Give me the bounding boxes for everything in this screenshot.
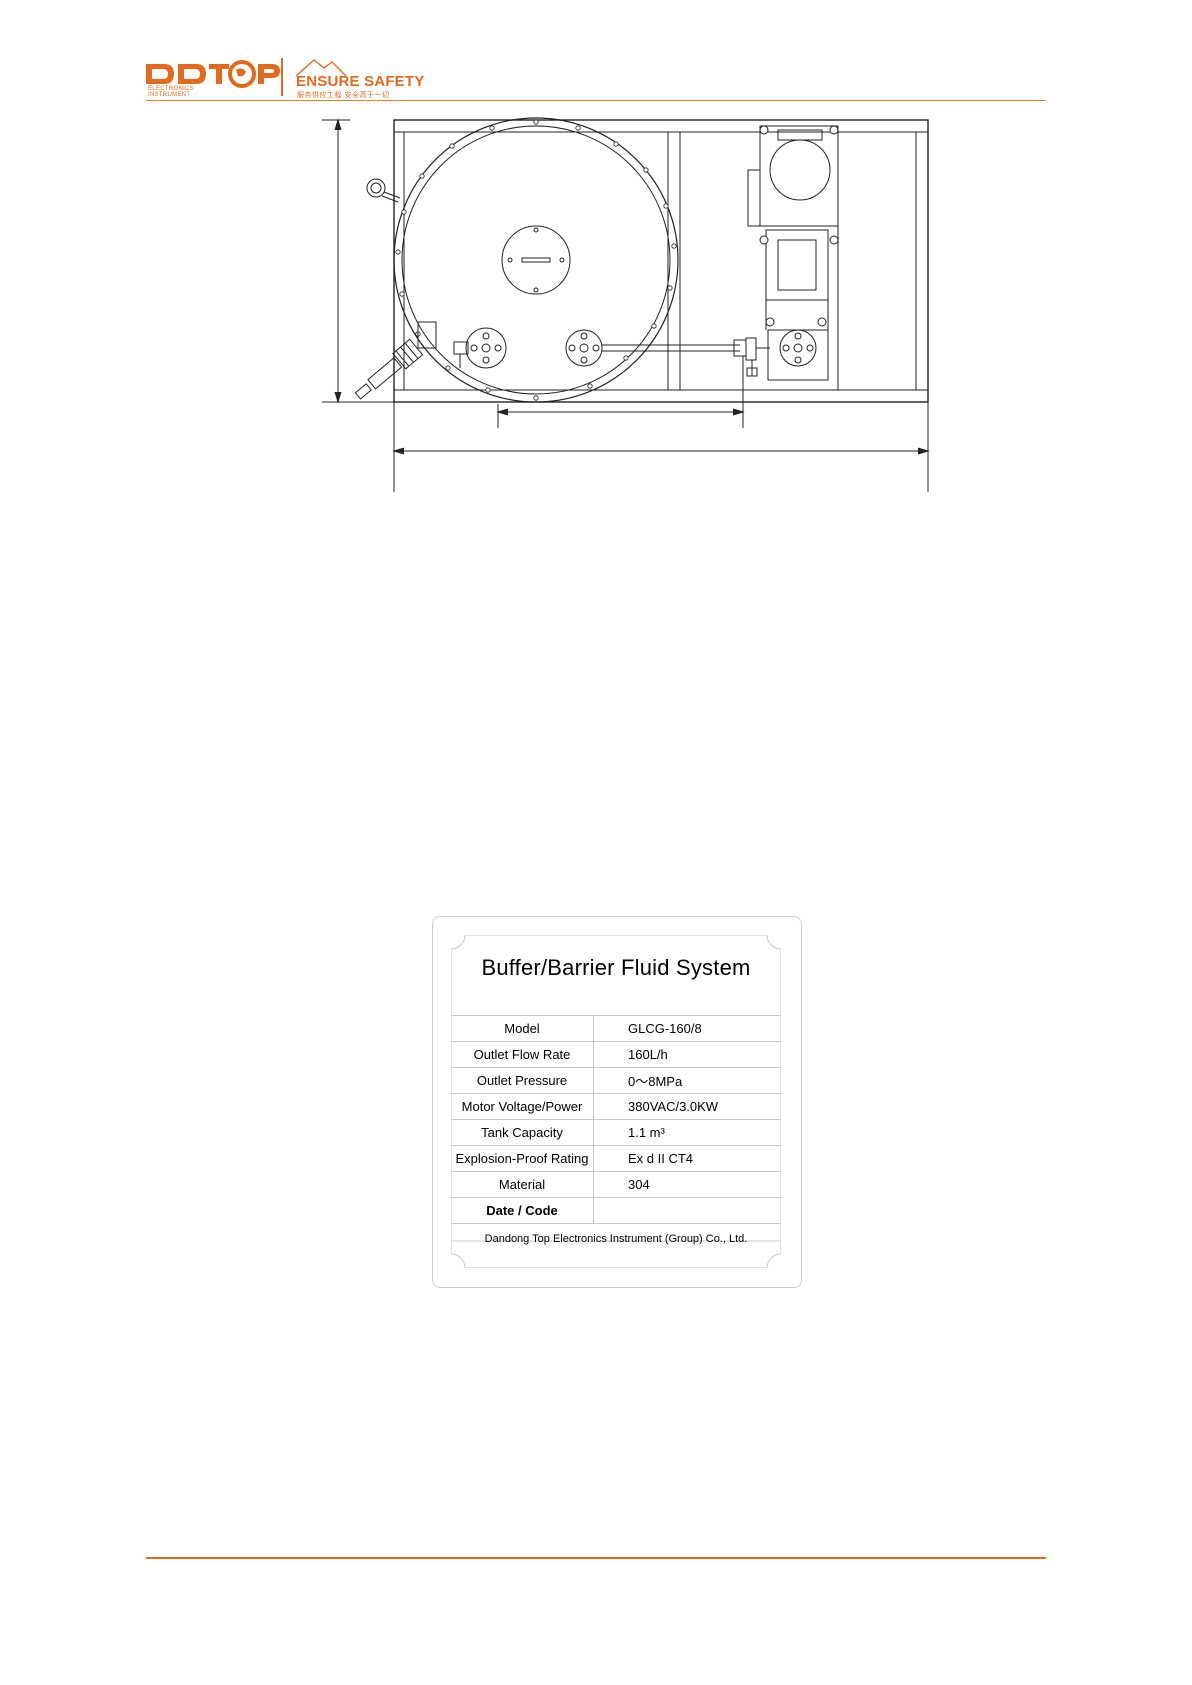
spec-value: 304	[593, 1171, 781, 1198]
footer-divider	[146, 1557, 1046, 1559]
spec-value: 160L/h	[593, 1041, 781, 1068]
brand-subtitle: ELECTRONICS INSTRUMENT	[148, 86, 194, 98]
brand-sub-electronics: ELECTRONICS	[148, 86, 194, 92]
table-row: Date / Code	[451, 1197, 781, 1224]
spec-label: Material	[451, 1171, 594, 1198]
nameplate-border	[451, 935, 781, 1268]
spec-value: Ex d II CT4	[593, 1145, 781, 1172]
spec-label: Model	[451, 1015, 594, 1042]
page-header: ELECTRONICS INSTRUMENT ENSURE SAFETY 服务供…	[0, 0, 1192, 110]
spec-value: 1.1 m³	[593, 1119, 781, 1146]
spec-label: Explosion-Proof Rating	[451, 1145, 594, 1172]
ddtop-logo-icon	[146, 58, 347, 96]
spec-label: Date / Code	[451, 1197, 594, 1224]
spec-value: 0～8MPa	[593, 1067, 781, 1094]
manufacturer-name: Dandong Top Electronics Instrument (Grou…	[484, 1233, 748, 1245]
technical-drawing	[322, 117, 930, 492]
nameplate-title: Buffer/Barrier Fluid System	[481, 955, 751, 980]
spec-value: GLCG-160/8	[593, 1015, 781, 1042]
spec-label: Motor Voltage/Power	[451, 1093, 594, 1120]
header-divider	[146, 100, 1046, 101]
spec-label: Tank Capacity	[451, 1119, 594, 1146]
spec-value: 380VAC/3.0KW	[593, 1093, 781, 1120]
tagline: ENSURE SAFETY	[296, 73, 425, 90]
spec-label: Outlet Pressure	[451, 1067, 594, 1094]
brand-sub-instrument: INSTRUMENT	[148, 92, 191, 98]
spec-value	[593, 1197, 781, 1224]
spec-label: Outlet Flow Rate	[451, 1041, 594, 1068]
tagline-sub: 服务供应工程 安全高于一切	[297, 92, 390, 99]
